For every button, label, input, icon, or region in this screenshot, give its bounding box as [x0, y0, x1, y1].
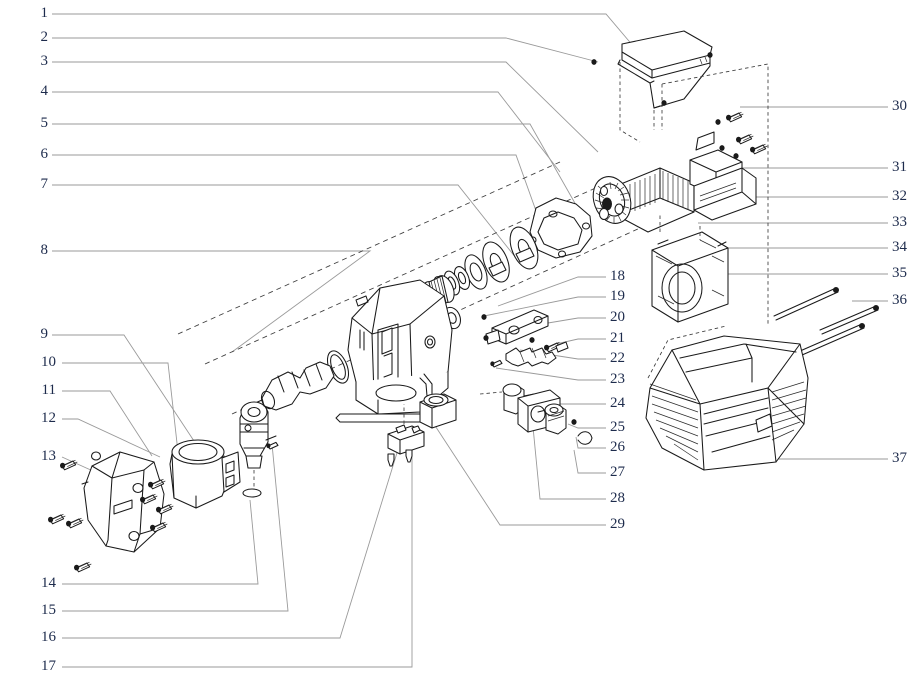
part-finned-cover	[645, 325, 809, 471]
part-motor-screws	[715, 111, 768, 159]
callout-31[interactable]: 31	[892, 159, 907, 175]
part-spindle	[260, 361, 335, 411]
callout-37[interactable]: 37	[892, 450, 907, 466]
callout-20[interactable]: 20	[610, 309, 625, 325]
callout-6[interactable]: 6	[40, 146, 49, 162]
callout-3[interactable]: 3	[40, 53, 49, 69]
callout-12[interactable]: 12	[41, 410, 56, 426]
callout-2[interactable]: 2	[40, 29, 49, 45]
callout-32[interactable]: 32	[892, 188, 907, 204]
part-main-housing	[335, 279, 453, 423]
leader-lines-left	[52, 13, 635, 668]
part-motor-assembly	[592, 63, 769, 326]
callout-15[interactable]: 15	[41, 602, 56, 618]
callout-8[interactable]: 8	[40, 242, 49, 258]
part-clamp-collar	[169, 439, 241, 509]
callout-35[interactable]: 35	[892, 265, 907, 281]
callout-33[interactable]: 33	[892, 214, 907, 230]
callout-26[interactable]: 26	[610, 439, 625, 455]
callout-28[interactable]: 28	[610, 490, 625, 506]
part-gasket-plate	[529, 197, 593, 259]
part-nozzle-assembly	[489, 341, 569, 368]
callout-24[interactable]: 24	[610, 395, 625, 411]
part-cooling-fan	[592, 176, 632, 224]
callout-9[interactable]: 9	[40, 326, 49, 342]
callout-13[interactable]: 13	[41, 448, 56, 464]
callout-30[interactable]: 30	[892, 98, 907, 114]
part-fan-cover	[651, 231, 729, 323]
callout-22[interactable]: 22	[610, 350, 625, 366]
part-top-cover	[591, 30, 713, 143]
part-side-cover	[81, 451, 165, 553]
callout-18[interactable]: 18	[610, 268, 625, 284]
part-ball-joint	[239, 399, 279, 498]
part-bushing	[544, 403, 593, 445]
callout-1[interactable]: 1	[40, 5, 49, 21]
callout-36[interactable]: 36	[892, 292, 907, 308]
callout-4[interactable]: 4	[40, 83, 49, 99]
callout-34[interactable]: 34	[892, 239, 907, 255]
callout-19[interactable]: 19	[610, 288, 625, 304]
part-lever-bracket	[481, 309, 549, 345]
callout-23[interactable]: 23	[610, 371, 625, 387]
callout-5[interactable]: 5	[40, 115, 49, 131]
leader-lines-mid	[429, 276, 606, 526]
callout-25[interactable]: 25	[610, 419, 625, 435]
callout-10[interactable]: 10	[41, 354, 56, 370]
callout-17[interactable]: 17	[41, 658, 56, 674]
callout-11[interactable]: 11	[41, 382, 56, 398]
callout-14[interactable]: 14	[41, 575, 56, 591]
callout-27[interactable]: 27	[610, 464, 625, 480]
callout-7[interactable]: 7	[40, 176, 49, 192]
part-bottom-bracket	[387, 393, 457, 467]
callout-16[interactable]: 16	[41, 629, 56, 645]
callout-21[interactable]: 21	[610, 330, 625, 346]
callout-29[interactable]: 29	[610, 516, 625, 532]
